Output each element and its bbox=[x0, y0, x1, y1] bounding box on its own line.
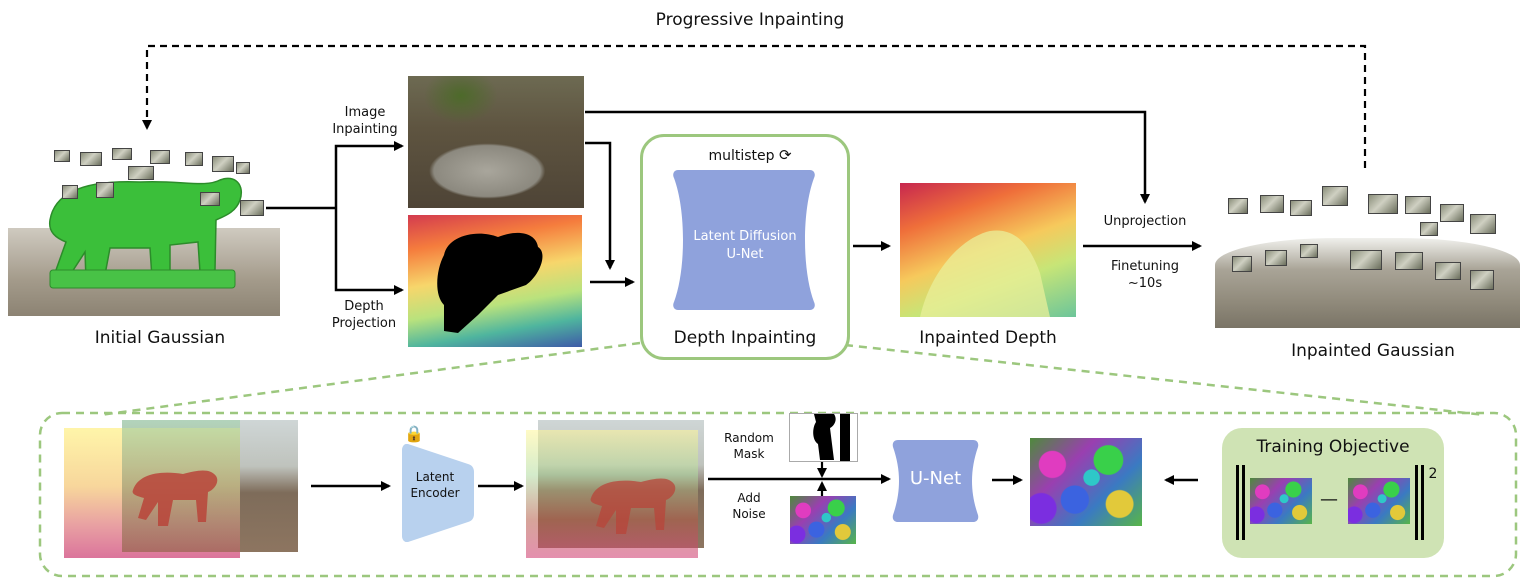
random-mask bbox=[789, 413, 858, 462]
camera-frame bbox=[240, 200, 264, 216]
camera-frame bbox=[212, 156, 234, 172]
projected-depth-map bbox=[408, 215, 582, 347]
camera-frame bbox=[200, 192, 220, 206]
objective-noise-a bbox=[1250, 478, 1312, 524]
camera-frame bbox=[1435, 262, 1461, 280]
norm-bar bbox=[1415, 465, 1418, 540]
camera-frame bbox=[1470, 214, 1496, 234]
inpainted-depth-map bbox=[900, 183, 1076, 317]
camera-frame bbox=[80, 152, 102, 166]
depth-projection-label: Depth Projection bbox=[331, 299, 397, 331]
camera-frame bbox=[62, 185, 78, 199]
noise-patch bbox=[790, 496, 856, 544]
inpainted-image bbox=[408, 76, 584, 208]
random-mask-label: Random Mask bbox=[724, 431, 774, 461]
predicted-noise bbox=[1030, 438, 1142, 526]
camera-frame bbox=[1300, 244, 1318, 258]
camera-frame bbox=[1260, 195, 1284, 213]
unet-block bbox=[892, 440, 979, 522]
refresh-icon: ⟳ bbox=[778, 146, 792, 164]
latent-encoder-label: Latent Encoder bbox=[410, 470, 460, 500]
zoom-line-left bbox=[99, 341, 641, 417]
squared-exponent: 2 bbox=[1428, 466, 1438, 482]
norm-bar bbox=[1236, 465, 1239, 540]
camera-frame bbox=[128, 166, 154, 180]
camera-frame bbox=[1368, 194, 1398, 214]
training-objective-label: Training Objective bbox=[1256, 437, 1410, 457]
camera-frame bbox=[1405, 196, 1431, 214]
cat-silhouette bbox=[590, 478, 676, 534]
camera-frame bbox=[1395, 252, 1423, 270]
camera-frame bbox=[1290, 200, 1312, 216]
progressive-inpainting-label: Progressive Inpainting bbox=[655, 10, 845, 30]
depth-inpainting-label: Depth Inpainting bbox=[673, 328, 817, 348]
multistep-label: multistep bbox=[708, 148, 775, 164]
camera-frame bbox=[1322, 186, 1348, 206]
camera-frame bbox=[1440, 204, 1464, 222]
norm-bar bbox=[1421, 465, 1424, 540]
objective-noise-b bbox=[1348, 478, 1410, 524]
latent-diffusion-unet-label: Latent Diffusion U-Net bbox=[693, 229, 797, 262]
unet-label: U-Net bbox=[909, 468, 962, 489]
bear-statue bbox=[48, 177, 242, 289]
camera-frame bbox=[96, 182, 114, 198]
mask-shape bbox=[813, 414, 850, 461]
branch-to-depth-arrow bbox=[334, 208, 404, 295]
add-noise-label: Add Noise bbox=[732, 491, 766, 521]
norm-bar bbox=[1242, 465, 1245, 540]
image-to-inpaint-arrow bbox=[585, 141, 615, 270]
initial-gaussian-label: Initial Gaussian bbox=[94, 328, 226, 348]
lock-icon: 🔒 bbox=[404, 424, 424, 443]
camera-frame bbox=[150, 150, 170, 164]
camera-frame bbox=[54, 150, 70, 162]
camera-frame bbox=[1350, 250, 1382, 270]
depth-mask bbox=[437, 232, 543, 333]
unprojection-label: Unprojection bbox=[1103, 214, 1187, 229]
cat-silhouette bbox=[132, 470, 218, 526]
multistep-row: multistep ⟳ bbox=[690, 146, 810, 164]
camera-frame bbox=[185, 152, 203, 166]
finetuning-label: Finetuning ~10s bbox=[1110, 259, 1180, 291]
minus-sign: — bbox=[1320, 489, 1338, 510]
camera-frame bbox=[1470, 270, 1494, 290]
inpainted-gaussian-label: Inpainted Gaussian bbox=[1291, 341, 1455, 361]
branch-to-image-arrow bbox=[334, 141, 404, 208]
camera-frame bbox=[1232, 256, 1252, 272]
inpainted-depth-label: Inpainted Depth bbox=[919, 328, 1057, 348]
camera-frame bbox=[236, 162, 250, 174]
camera-frame bbox=[1228, 198, 1248, 214]
depth-fill bbox=[920, 230, 1050, 317]
overlap-region bbox=[122, 420, 240, 552]
image-inpainting-label: Image Inpainting bbox=[332, 105, 398, 137]
camera-frame bbox=[1265, 250, 1287, 266]
latent-encoder bbox=[402, 444, 474, 542]
camera-frame bbox=[112, 148, 132, 160]
camera-frame bbox=[1420, 222, 1438, 236]
latent-diffusion-unet bbox=[673, 170, 815, 310]
latent-depth-overlay bbox=[526, 430, 698, 558]
